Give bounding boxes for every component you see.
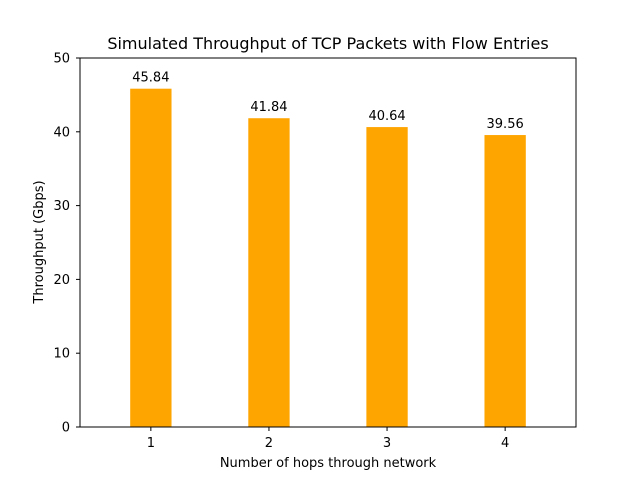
y-tick-label-40: 40 (53, 125, 70, 140)
y-tick-label-50: 50 (53, 52, 70, 67)
x-tick-label-2: 2 (265, 436, 273, 451)
chart-title: Simulated Throughput of TCP Packets with… (107, 34, 548, 53)
y-tick-label-10: 10 (53, 347, 70, 362)
y-axis-label: Throughput (Gbps) (32, 180, 47, 304)
data-label-2: 41.84 (250, 100, 287, 115)
bar-2 (248, 118, 290, 427)
x-axis-ticks: 1 2 3 4 (147, 427, 509, 451)
x-tick-label-3: 3 (383, 436, 391, 451)
x-tick-label-1: 1 (147, 436, 155, 451)
bar-1 (130, 88, 172, 427)
y-tick-label-30: 30 (53, 199, 70, 214)
plot-frame (79, 57, 577, 428)
x-tick-label-4: 4 (501, 436, 509, 451)
bar-3 (366, 127, 408, 427)
y-axis-ticks: 0 10 20 30 40 50 (53, 52, 80, 436)
bars-layer (130, 88, 526, 428)
data-label-1: 45.84 (132, 71, 169, 86)
y-tick-label-20: 20 (53, 273, 70, 288)
y-tick-label-0: 0 (62, 421, 70, 436)
data-labels-layer: 45.84 41.84 40.64 39.56 (132, 71, 523, 132)
bar-4 (484, 135, 526, 428)
data-label-4: 39.56 (487, 117, 524, 132)
data-label-3: 40.64 (368, 109, 405, 124)
x-axis-label: Number of hops through network (220, 456, 437, 471)
